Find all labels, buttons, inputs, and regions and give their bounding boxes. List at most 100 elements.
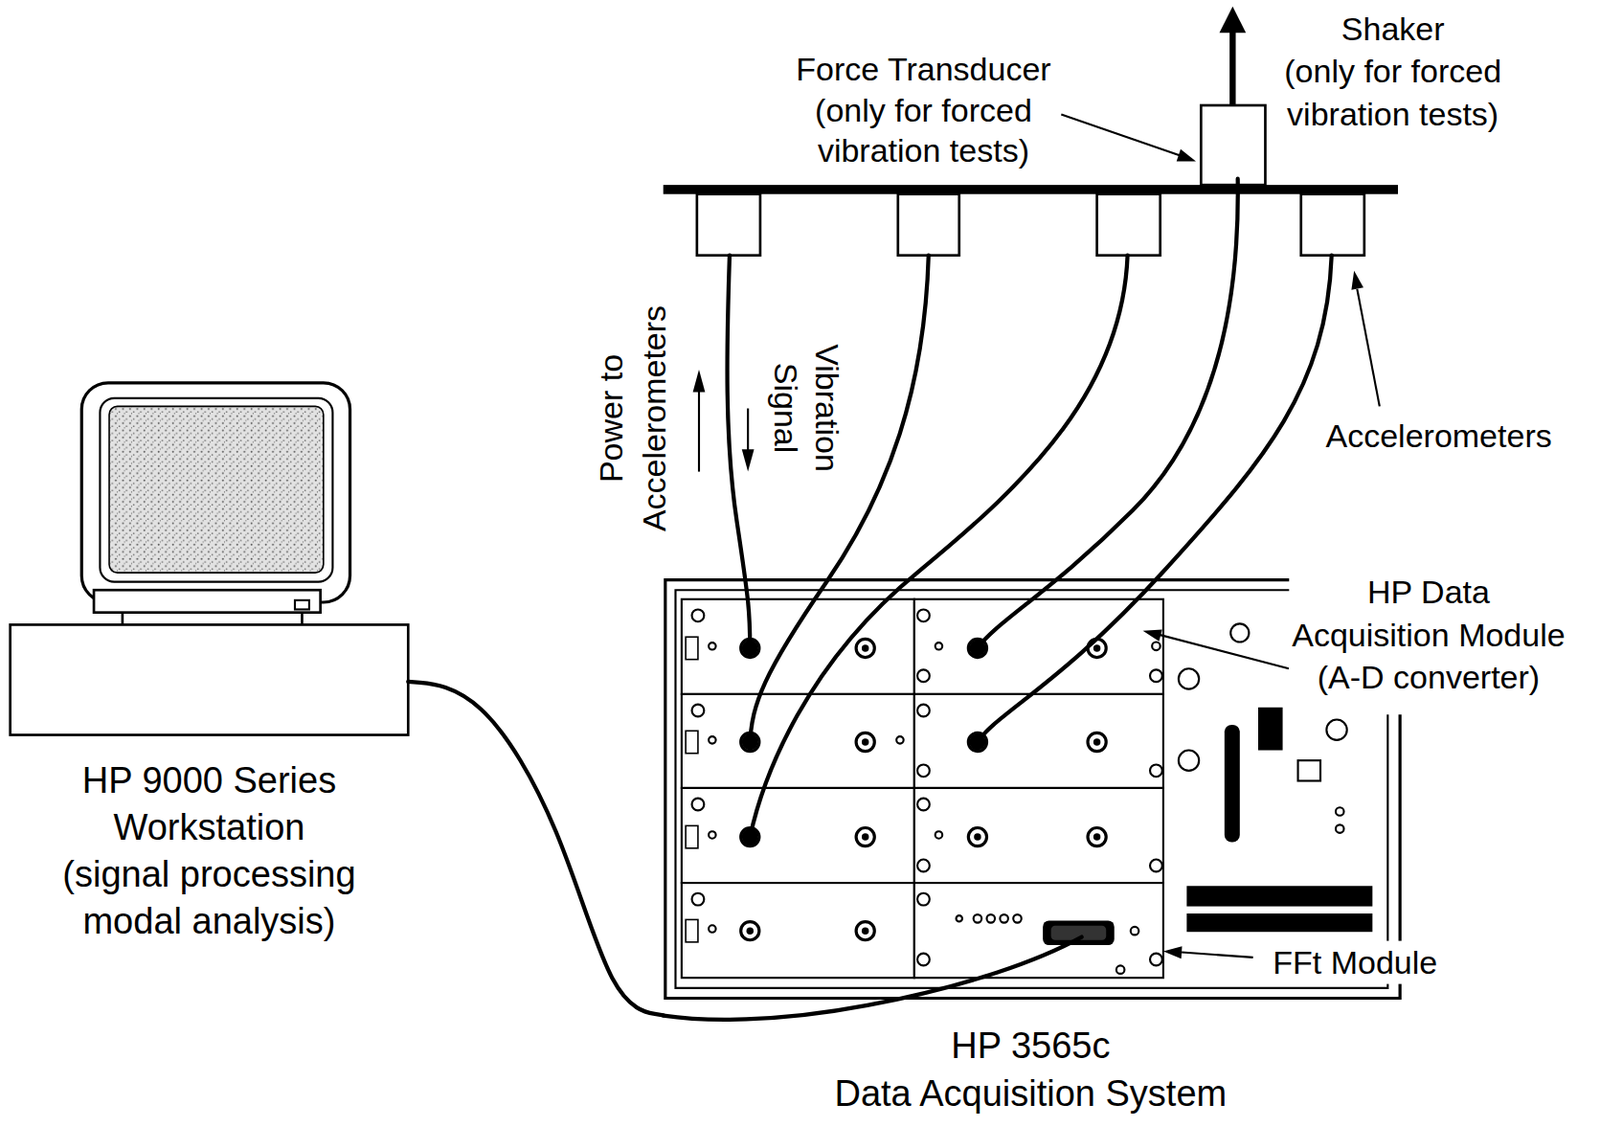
workstation-computer-part [81,383,350,603]
data-acquisition-rack-part [708,642,716,650]
label-holder: HP Data Acquisition Module (A-D converte… [1288,570,1568,699]
data-acquisition-rack-part [692,608,705,622]
data-acquisition-rack-part [856,828,875,847]
data-acquisition-rack-part [741,638,760,657]
node-caption: HP 3565c Data Acquisition System [833,1021,1227,1118]
label-holder: Power to Accelerometers [589,302,677,535]
data-acquisition-rack-part [1149,764,1163,777]
data-acquisition-rack-part [914,882,1164,978]
data-acquisition-rack-part [681,788,915,883]
data-acquisition-rack-part [914,694,1164,789]
label-holder: Shaker (only for forced vibration tests) [1281,6,1505,136]
label-holder: Accelerometers [1323,414,1555,458]
signal-label: Vibration Signal [765,340,847,475]
sensor-cables-part [749,255,928,743]
data-acquisition-rack-part [1151,642,1161,652]
data-acquisition-rack-part [856,922,875,941]
callout-label: HP Data Acquisition Module (A-D converte… [1288,570,1568,699]
data-acquisition-rack-part [685,919,699,942]
shaker-arrow-part [1229,28,1236,111]
data-acquisition-rack-part [968,828,987,847]
data-acquisition-system: HP 3565c Data Acquisition System [663,581,1398,1122]
label-holder: Force Transducer (only for forced vibrat… [792,48,1054,172]
workstation-computer-part [300,612,304,626]
data-acquisition-rack-part [1335,824,1345,834]
data-acquisition-rack-part [1186,913,1373,932]
sensor-boxes-part [898,194,960,256]
data-acquisition-rack-part [1149,859,1163,873]
callout-label: FFt Module [1269,941,1441,985]
workstation-computer-part [294,600,310,610]
label-holder: Vibration Signal [765,340,847,475]
data-acquisition-rack-part [692,798,705,812]
cable-plugs-part [742,829,759,846]
data-acquisition-rack-part [1178,668,1199,689]
data-acquisition-rack-part [917,764,930,777]
data-acquisition-rack-part [917,704,930,718]
data-acquisition-rack-part [1186,885,1373,906]
data-acquisition-rack-part [1087,732,1106,751]
sensor-cables-part [977,255,1332,743]
data-acquisition-rack-part [917,859,930,873]
signal-label: Power to Accelerometers [589,302,677,535]
test-beam-part [663,184,1398,195]
sensor-cables-part [977,179,1239,649]
test-beam [663,184,1398,195]
data-acquisition-rack-part [999,914,1009,924]
data-acquisition-rack-part [1087,638,1106,657]
data-acquisition-rack-part [681,882,915,978]
data-acquisition-rack-part [956,915,963,922]
data-acquisition-rack-part [741,828,760,847]
data-acquisition-rack-part [708,924,716,932]
data-acquisition-rack-part [741,922,760,941]
data-acquisition-rack-part [856,638,875,657]
cable-plugs-part [969,639,986,656]
data-acquisition-rack-part [741,732,760,751]
signal-arrows [693,369,755,473]
sensor-cables-part [749,255,1127,837]
data-acquisition-rack-part [1258,707,1284,751]
data-acquisition-rack-part [917,953,930,967]
leader-arrows-part [1163,946,1183,959]
workstation-computer [10,383,409,736]
cable-plugs [742,639,987,845]
sensor-boxes-part [1301,194,1365,256]
label-holder: FFt Module [1269,941,1441,985]
sensor-boxes-part [1200,105,1265,185]
data-acquisition-rack-part [685,636,699,659]
data-acquisition-rack-part [856,732,875,751]
data-acquisition-rack-part [914,788,1164,883]
data-acquisition-rack-part [987,914,996,924]
data-acquisition-rack-part [685,825,699,848]
signal-arrows-part [742,449,755,472]
signal-arrows-part [693,369,706,392]
data-acquisition-rack-part [1013,914,1022,924]
data-acquisition-rack-part [917,798,930,812]
cable-connector [407,681,663,1015]
workstation-computer-part [121,612,125,626]
leader-arrows-part [1181,952,1254,958]
data-acquisition-rack-part [692,704,705,718]
sensor-boxes-part [1097,194,1161,256]
data-acquisition-rack-part [917,893,930,906]
signal-arrows-part [746,408,749,452]
data-acquisition-rack-part [708,831,716,838]
data-acquisition-rack-part [708,736,716,744]
leader-arrows-part [1060,114,1180,157]
data-acquisition-rack-part [1149,669,1163,682]
data-acquisition-rack-part [1224,724,1240,843]
leader-arrows-part [1176,149,1196,162]
workstation-computer-part [99,398,333,583]
workstation-computer-part [93,589,321,612]
workstation: HP 9000 Series Workstation (signal proce… [10,624,409,949]
data-acquisition-rack-part [1130,926,1140,936]
leader-arrows-part [1351,270,1364,291]
leader-arrows-part [1143,629,1163,641]
data-acquisition-rack-part [917,608,930,622]
data-acquisition-rack-part [1298,760,1321,781]
signal-arrows-part [698,389,700,472]
data-acquisition-rack-part [917,669,930,682]
data-acquisition-rack-part [1042,920,1115,946]
